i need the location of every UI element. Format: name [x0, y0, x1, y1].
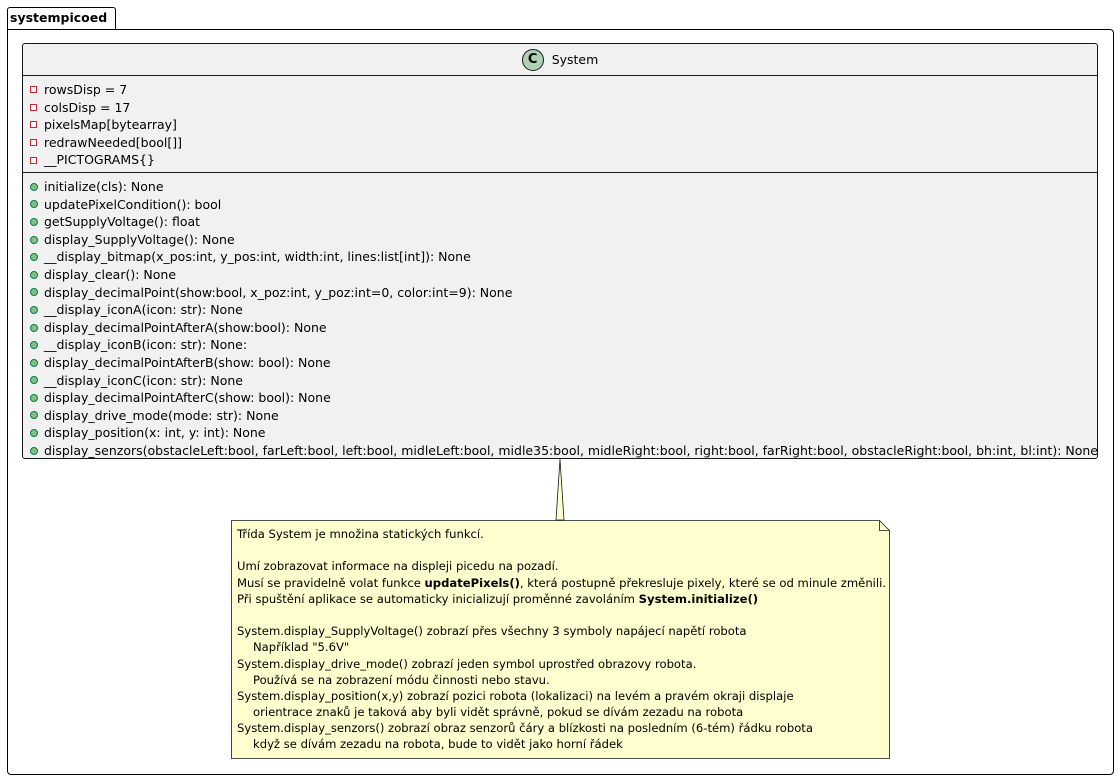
note-line: System.display_SupplyVoltage() zobrazí p… [237, 624, 747, 639]
package-tab [7, 7, 116, 29]
note-shape [231, 520, 890, 759]
public-visibility-icon [30, 253, 38, 262]
note-line: System.display_drive_mode() zobrazí jede… [237, 656, 697, 671]
private-visibility-icon [30, 86, 37, 94]
public-visibility-icon [30, 341, 38, 350]
class-method: __display_iconB(icon: str): None: [23, 336, 1097, 354]
class-method: display_SupplyVoltage(): None [23, 231, 1097, 249]
note-line: když se dívám zezadu na robota, bude to … [253, 737, 623, 752]
class-system[interactable]: C System rowsDisp = 7 colsDisp = 17 pixels… [22, 43, 1098, 459]
class-method: __display_iconA(icon: str): None [23, 301, 1097, 319]
private-visibility-icon [30, 156, 37, 164]
note-line: Používá se na zobrazení módu činnosti ne… [253, 672, 550, 687]
class-method: updatePixelCondition(): bool [23, 196, 1097, 214]
method-signature: display_decimalPointAfterB(show: bool): … [44, 354, 331, 370]
class-method: display_decimalPoint(show:bool, x_poz:in… [23, 284, 1097, 302]
method-signature: __display_iconB(icon: str): None: [44, 337, 248, 353]
public-visibility-icon [30, 182, 38, 191]
private-visibility-icon [30, 121, 37, 129]
method-signature: display_clear(): None [44, 266, 177, 282]
field-signature: colsDisp = 17 [44, 99, 131, 115]
private-visibility-icon [30, 139, 37, 147]
class-field: __PICTOGRAMS{} [23, 151, 1097, 169]
class-methods: initialize(cls): None updatePixelConditio… [23, 173, 1098, 463]
public-visibility-icon [30, 446, 38, 455]
private-visibility-icon [30, 103, 37, 111]
field-signature: pixelsMap[bytearray] [44, 117, 177, 133]
public-visibility-icon [30, 235, 38, 244]
method-signature: __display_iconA(icon: str): None [44, 302, 243, 318]
method-signature: __display_bitmap(x_pos:int, y_pos:int, w… [44, 249, 471, 265]
field-signature: __PICTOGRAMS{} [44, 152, 155, 168]
class-field: rowsDisp = 7 [23, 81, 1097, 99]
class-field: redrawNeeded[bool[]] [23, 134, 1097, 152]
class-method: display_senzors(obstacleLeft:bool, farLe… [23, 442, 1098, 460]
method-signature: initialize(cls): None [44, 178, 164, 194]
method-signature: display_decimalPoint(show:bool, x_poz:in… [44, 284, 513, 300]
method-signature: display_position(x: int, y: int): None [44, 425, 266, 441]
method-signature: display_senzors(obstacleLeft:bool, farLe… [44, 442, 1098, 458]
package-name: systempicoed [10, 10, 108, 25]
public-visibility-icon [30, 323, 38, 332]
class-stereotype-icon: C [521, 48, 544, 71]
note-line: Při spuštění aplikace se automaticky ini… [237, 591, 884, 607]
class-method: display_decimalPointAfterA(show:bool): N… [23, 319, 1097, 337]
note-text-segment: Musí se pravidelně volat funkce [237, 575, 425, 590]
class-method: initialize(cls): None [23, 178, 1097, 196]
method-signature: display_drive_mode(mode: str): None [44, 407, 279, 423]
class-field: pixelsMap[bytearray] [23, 116, 1097, 134]
public-visibility-icon [30, 288, 38, 297]
note-line: Musí se pravidelně volat funkce updatePi… [237, 575, 887, 591]
public-visibility-icon [30, 305, 38, 314]
note-bold-function: updatePixels() [424, 575, 520, 590]
method-signature: getSupplyVoltage(): float [44, 214, 201, 230]
class-method: getSupplyVoltage(): float [23, 213, 1097, 231]
public-visibility-icon [30, 429, 38, 438]
class-method: __display_iconC(icon: str): None [23, 372, 1097, 390]
method-signature: display_decimalPointAfterC(show: bool): … [44, 390, 331, 406]
note-line: System.display_senzors() zobrazí obraz s… [237, 721, 813, 736]
note-line: Umí zobrazovat informace na displeji pic… [237, 559, 559, 574]
class-method: display_decimalPointAfterC(show: bool): … [23, 389, 1097, 407]
class-method: display_decimalPointAfterB(show: bool): … [23, 354, 1097, 372]
note-bold-function: System.initialize() [638, 591, 759, 606]
note-line: orientrace znaků je taková aby byli vidě… [253, 705, 744, 720]
class-method: __display_bitmap(x_pos:int, y_pos:int, w… [23, 248, 1097, 266]
public-visibility-icon [30, 358, 38, 367]
method-signature: display_SupplyVoltage(): None [44, 231, 235, 247]
note-text-segment: Při spuštění aplikace se automaticky ini… [237, 591, 639, 606]
public-visibility-icon [30, 411, 38, 420]
class-fields: rowsDisp = 7 colsDisp = 17 pixelsMap[bytea… [23, 76, 1097, 173]
method-signature: updatePixelCondition(): bool [44, 196, 222, 212]
public-visibility-icon [30, 217, 38, 226]
public-visibility-icon [30, 393, 38, 402]
public-visibility-icon [30, 200, 38, 209]
method-signature: __display_iconC(icon: str): None [44, 372, 243, 388]
field-signature: rowsDisp = 7 [44, 82, 128, 97]
public-visibility-icon [30, 270, 38, 279]
note-text-segment: , která postupně překresluje pixely, kte… [519, 575, 887, 590]
class-method: display_clear(): None [23, 266, 1097, 284]
class-method: display_position(x: int, y: int): None [23, 424, 1097, 442]
class-method: display_drive_mode(mode: str): None [23, 407, 1097, 425]
note-line: System.display_position(x,y) zobrazí poz… [237, 688, 794, 703]
note-text: Třída System je množina statických funkc… [237, 526, 887, 753]
method-signature: display_decimalPointAfterA(show:bool): N… [44, 319, 327, 335]
class-header: C System [23, 44, 1097, 76]
public-visibility-icon [30, 376, 38, 385]
field-signature: redrawNeeded[bool[]] [44, 134, 183, 150]
note-box: Třída System je množina statických funkc… [231, 520, 890, 759]
class-field: colsDisp = 17 [23, 99, 1097, 117]
note-line: Třída System je množina statických funkc… [237, 527, 484, 541]
class-name: System [551, 52, 599, 67]
note-line: Například "5.6V" [253, 640, 350, 655]
